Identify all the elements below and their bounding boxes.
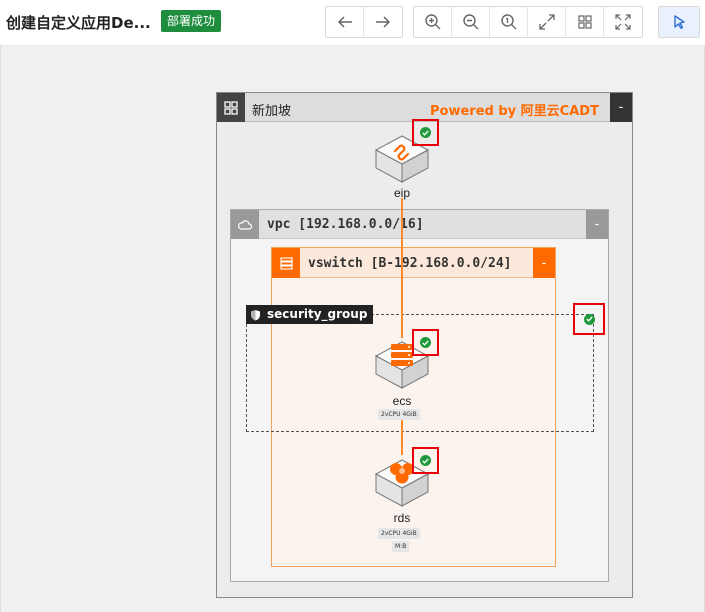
select-mode-button[interactable] xyxy=(659,7,699,37)
region-label: 新加坡 xyxy=(252,104,292,119)
check-icon xyxy=(420,455,431,466)
page-title: 创建自定义应用De... xyxy=(6,14,151,32)
forward-arrow-icon xyxy=(376,16,391,28)
grid-icon xyxy=(577,15,592,29)
shield-icon xyxy=(251,309,260,320)
fullscreen-icon xyxy=(615,14,631,30)
rds-status-indicator[interactable] xyxy=(412,447,439,474)
check-icon xyxy=(583,313,595,325)
fit-screen-button[interactable] xyxy=(528,7,566,37)
zoom-in-icon xyxy=(424,14,440,30)
actual-size-button[interactable] xyxy=(490,7,528,37)
vswitch-collapse-button[interactable]: - xyxy=(533,248,555,278)
actual-size-icon xyxy=(500,14,516,30)
check-icon xyxy=(420,127,431,138)
vswitch-header: vswitch [B-192.168.0.0/24] - xyxy=(272,248,555,278)
security-group-label: security_group xyxy=(267,307,368,321)
redo-button[interactable] xyxy=(364,7,402,37)
rds-label: rds xyxy=(393,511,411,525)
zoom-in-button[interactable] xyxy=(414,7,452,37)
region-collapse-button[interactable]: - xyxy=(610,93,632,122)
ecs-spec-tag: 2vCPU 4GiB xyxy=(378,409,420,420)
history-group xyxy=(325,6,403,38)
mode-group xyxy=(658,6,700,38)
region-header: 新加坡 Powered by 阿里云CADT - xyxy=(217,93,632,122)
view-group xyxy=(413,6,643,38)
region-icon xyxy=(217,93,245,122)
vpc-collapse-button[interactable]: - xyxy=(586,210,608,239)
database-icon xyxy=(374,459,430,507)
eip-label: eip xyxy=(393,186,410,200)
rds-spec-tag: 2vCPU 4GiB xyxy=(378,528,420,539)
rds-node[interactable] xyxy=(372,454,432,514)
pointer-icon xyxy=(674,15,685,29)
vpc-label: vpc [192.168.0.0/16] xyxy=(267,217,424,232)
rds-spec-tag-secondary: M:B xyxy=(392,541,410,552)
zoom-out-button[interactable] xyxy=(452,7,490,37)
security-group-status-indicator[interactable] xyxy=(573,303,605,335)
cloud-icon xyxy=(231,210,259,239)
grid-button[interactable] xyxy=(566,7,604,37)
fit-screen-icon xyxy=(538,14,555,30)
back-arrow-icon xyxy=(337,16,352,28)
security-group-container[interactable] xyxy=(246,314,594,432)
security-group-tag[interactable]: security_group xyxy=(246,305,374,324)
status-badge: 部署成功 xyxy=(161,10,222,32)
ecs-status-indicator[interactable] xyxy=(412,329,439,356)
server-icon xyxy=(374,341,430,389)
watermark-text: Powered by 阿里云CADT xyxy=(430,104,599,119)
vswitch-label: vswitch [B-192.168.0.0/24] xyxy=(308,256,512,271)
top-bar: 创建自定义应用De... 部署成功 xyxy=(0,0,705,46)
eip-node[interactable] xyxy=(372,130,432,190)
zoom-out-icon xyxy=(462,14,478,30)
undo-button[interactable] xyxy=(326,7,364,37)
check-icon xyxy=(420,337,431,348)
eip-icon xyxy=(374,135,430,183)
ecs-node[interactable] xyxy=(372,336,432,396)
vswitch-icon xyxy=(272,248,300,278)
fullscreen-button[interactable] xyxy=(604,7,642,37)
ecs-label: ecs xyxy=(392,394,412,408)
eip-status-indicator[interactable] xyxy=(412,119,439,146)
vswitch-container[interactable]: vswitch [B-192.168.0.0/24] - xyxy=(271,247,556,567)
vpc-header: vpc [192.168.0.0/16] - xyxy=(231,210,608,239)
